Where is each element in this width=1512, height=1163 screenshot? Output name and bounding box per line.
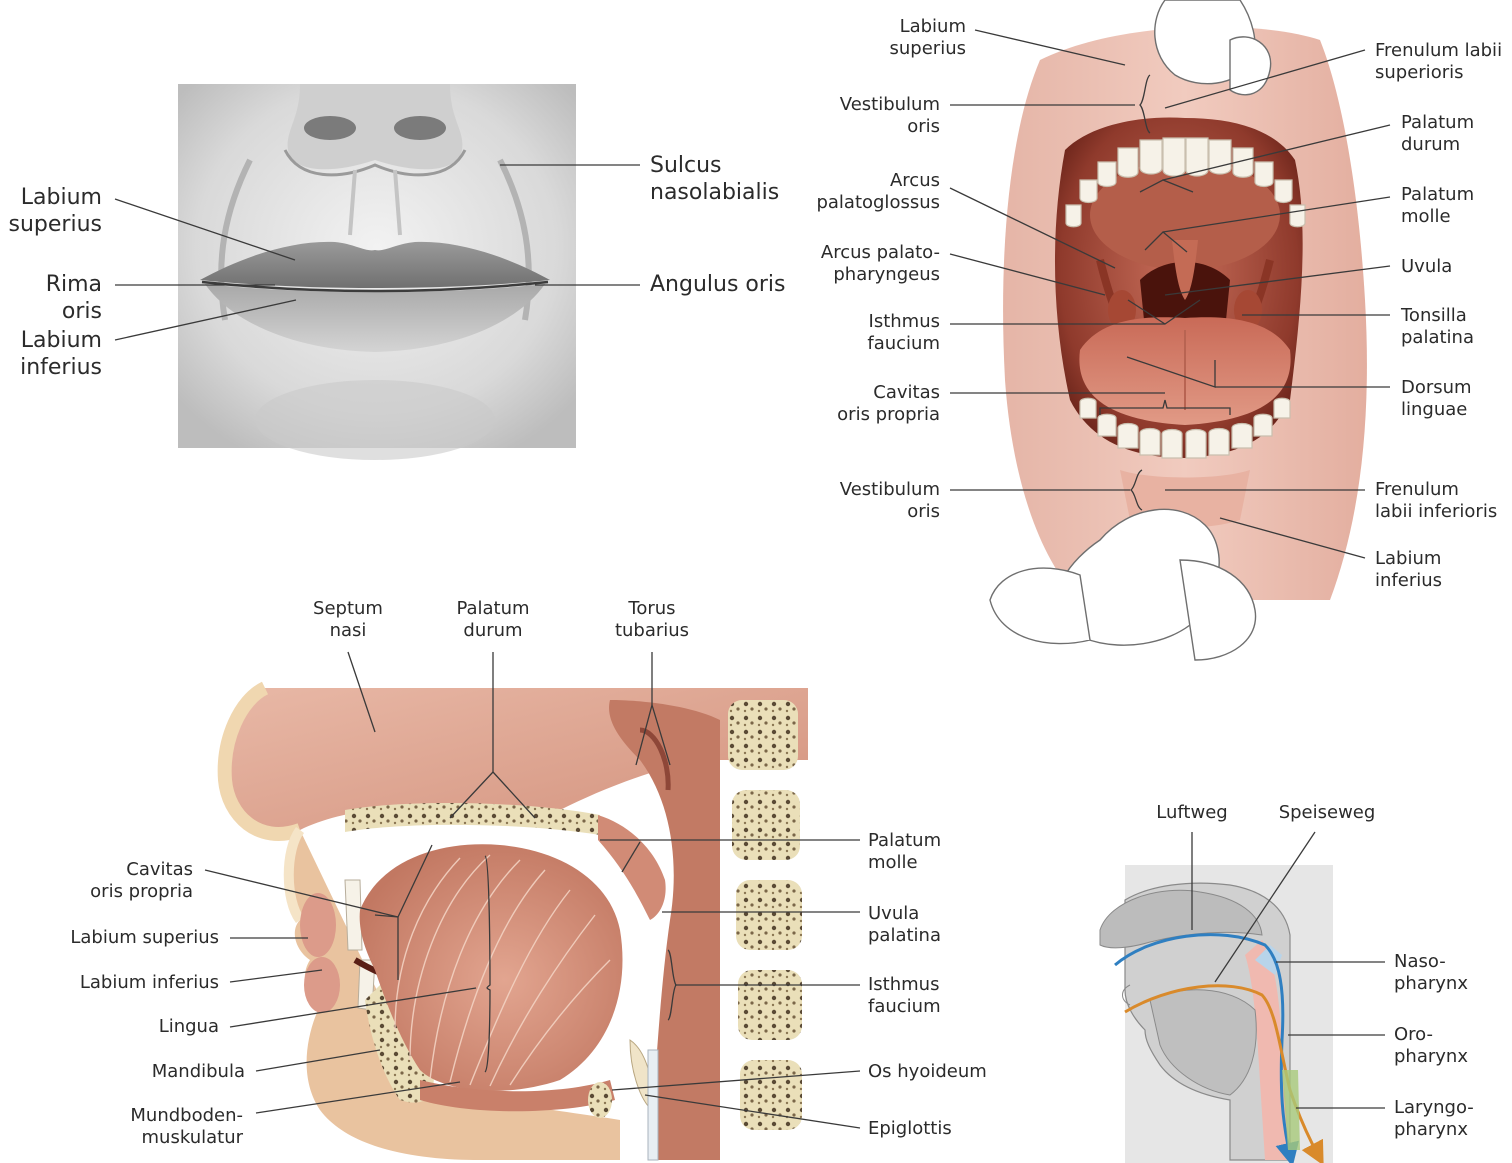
label-nasopharynx: Naso- pharynx	[1394, 951, 1468, 994]
label-sag-palatum-molle: Palatum molle	[868, 830, 942, 873]
label-torus-tubarius: Torus tubarius	[614, 598, 690, 641]
label-lips-labium-superius: Labium superius	[8, 185, 102, 237]
label-sag-labium-inferius: Labium inferius	[79, 972, 219, 993]
label-tonsilla-palatina: Tonsilla palatina	[1401, 305, 1474, 348]
open-mouth-leader-lines	[949, 29, 1391, 559]
label-om-labium-superius: Labium superius	[889, 16, 966, 59]
label-sag-isthmus-faucium: Isthmus faucium	[868, 974, 941, 1017]
label-uvula: Uvula	[1401, 256, 1453, 277]
label-uvula-palatina: Uvula palatina	[868, 903, 941, 946]
label-speiseweg: Speiseweg	[1278, 802, 1376, 823]
label-om-isthmus-faucium: Isthmus faucium	[867, 311, 940, 354]
label-oropharynx: Oro- pharynx	[1394, 1024, 1468, 1067]
sagittal-section-illustration	[217, 681, 808, 1161]
label-laryngopharynx: Laryngo- pharynx	[1394, 1097, 1474, 1140]
label-epiglottis: Epiglottis	[868, 1118, 952, 1139]
label-om-cavitas-oris-propria: Cavitas oris propria	[837, 382, 940, 425]
label-om-palatum-molle: Palatum molle	[1401, 184, 1475, 227]
label-om-labium-inferius: Labium inferius	[1375, 548, 1443, 591]
lips-leader-lines	[114, 164, 640, 341]
label-lips-labium-inferius: Labium inferius	[20, 328, 102, 380]
label-sag-cavitas-oris-propria: Cavitas oris propria	[90, 859, 193, 902]
label-mandibula: Mandibula	[151, 1061, 245, 1082]
label-lingua: Lingua	[158, 1016, 219, 1037]
airway-schematic	[1099, 865, 1333, 1163]
label-vestibulum-oris-top: Vestibulum oris	[839, 94, 940, 137]
label-os-hyoideum: Os hyoideum	[868, 1061, 987, 1082]
label-arcus-palatoglossus: Arcus palatoglossus	[816, 170, 940, 213]
label-dorsum-linguae: Dorsum linguae	[1401, 377, 1472, 420]
label-vestibulum-oris-bottom: Vestibulum oris	[839, 479, 940, 522]
label-om-palatum-durum: Palatum durum	[1401, 112, 1475, 155]
label-septum-nasi: Septum nasi	[313, 598, 383, 641]
label-frenulum-labii-inferioris: Frenulum labii inferioris	[1375, 479, 1498, 522]
lips-illustration	[178, 84, 576, 460]
label-mundbodenmuskulatur: Mundboden- muskulatur	[130, 1105, 243, 1148]
label-luftweg: Luftweg	[1156, 802, 1228, 823]
label-sulcus-nasolabialis: Sulcus nasolabialis	[650, 153, 780, 205]
schematic-leader-lines	[1191, 831, 1385, 1109]
label-angulus-oris: Angulus oris	[650, 272, 786, 297]
open-mouth-illustration	[989, 0, 1367, 661]
label-frenulum-labii-superioris: Frenulum labii superioris	[1375, 40, 1503, 83]
label-rima-oris: Rima oris	[45, 272, 102, 324]
label-arcus-palatopharyngeus: Arcus palato- pharyngeus	[820, 242, 940, 285]
label-sag-palatum-durum: Palatum durum	[456, 598, 530, 641]
sagittal-leader-lines	[204, 651, 861, 1129]
label-sag-labium-superius: Labium superius	[70, 927, 219, 948]
